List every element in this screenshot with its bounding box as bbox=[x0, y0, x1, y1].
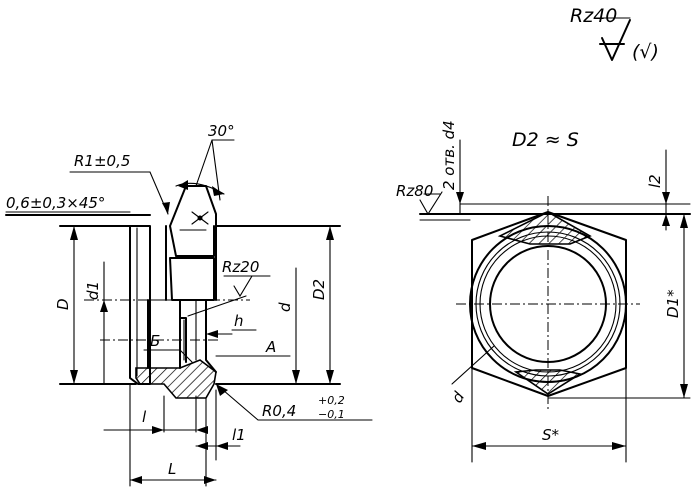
roughness-main: Rz40 bbox=[570, 5, 617, 27]
labels: Rz40 (√) Rz80 Rz20 0,6±0,3×45° R1±0,5 30… bbox=[6, 5, 682, 478]
dim-d-view: d bbox=[448, 388, 469, 406]
angle-label: 30° bbox=[208, 122, 235, 140]
dim-D2: D2 bbox=[310, 279, 328, 300]
dim-l2: l2 bbox=[646, 174, 664, 188]
fillet-bottom-tol-lower: −0,1 bbox=[318, 408, 345, 421]
dim-S: S* bbox=[542, 426, 560, 444]
relation-label: D2 ≈ S bbox=[512, 129, 579, 151]
dim-d: d bbox=[276, 302, 294, 312]
fillet-bottom-tol-upper: +0,2 bbox=[318, 394, 345, 407]
dim-l: l bbox=[142, 408, 147, 426]
section-view bbox=[5, 139, 373, 487]
fillet-bottom-label: R0,4 bbox=[262, 402, 296, 420]
dim-L: L bbox=[168, 460, 176, 478]
dim-D1: D1* bbox=[664, 289, 682, 318]
hex-top-hatch bbox=[497, 211, 592, 245]
dim-h: h bbox=[234, 312, 244, 330]
dim-D: D bbox=[54, 298, 72, 310]
roughness-thread: Rz20 bbox=[222, 258, 259, 276]
section-label-B: Б bbox=[150, 332, 160, 350]
section-hex-profile bbox=[169, 185, 217, 257]
section-label-A: A bbox=[265, 338, 276, 356]
dim-l1: l1 bbox=[232, 426, 246, 444]
roughness-other: (√) bbox=[632, 41, 659, 63]
hole-note: 2 отв. d4 bbox=[440, 120, 458, 190]
hex-view bbox=[419, 17, 691, 463]
dim-d1: d1 bbox=[84, 281, 102, 300]
roughness-face: Rz80 bbox=[396, 182, 433, 200]
section-outline-body bbox=[165, 225, 217, 301]
chamfer-label: 0,6±0,3×45° bbox=[6, 194, 105, 212]
fillet-top-label: R1±0,5 bbox=[74, 152, 130, 170]
